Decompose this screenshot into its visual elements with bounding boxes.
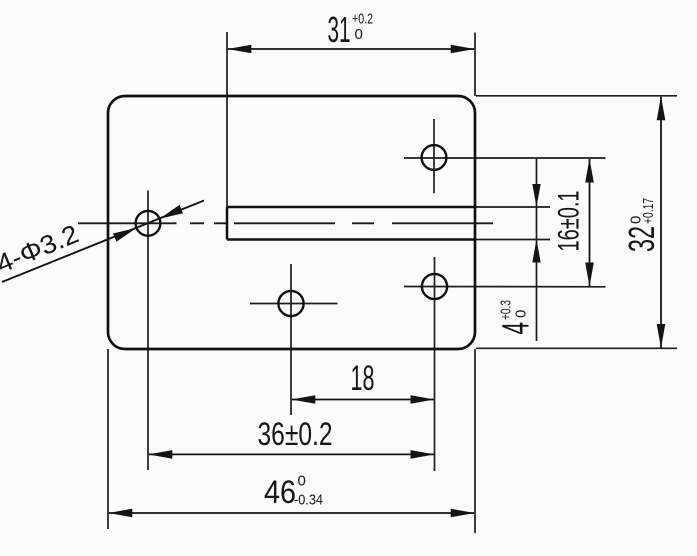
svg-text:46: 46 <box>264 474 296 510</box>
svg-text:0: 0 <box>513 310 530 318</box>
svg-text:0: 0 <box>355 26 363 43</box>
svg-text:0: 0 <box>298 473 306 490</box>
svg-text:18: 18 <box>351 359 375 398</box>
svg-text:+0.2: +0.2 <box>352 11 373 28</box>
svg-text:-0.34: -0.34 <box>294 492 323 509</box>
svg-text:36±0.2: 36±0.2 <box>258 416 333 452</box>
svg-text:+0.3: +0.3 <box>498 300 515 320</box>
svg-text:4: 4 <box>496 322 538 335</box>
svg-text:+0.17: +0.17 <box>640 198 657 224</box>
svg-text:32: 32 <box>621 226 662 252</box>
svg-text:0: 0 <box>628 216 645 224</box>
svg-text:31: 31 <box>328 9 351 50</box>
svg-text:16±0.1: 16±0.1 <box>553 191 586 252</box>
